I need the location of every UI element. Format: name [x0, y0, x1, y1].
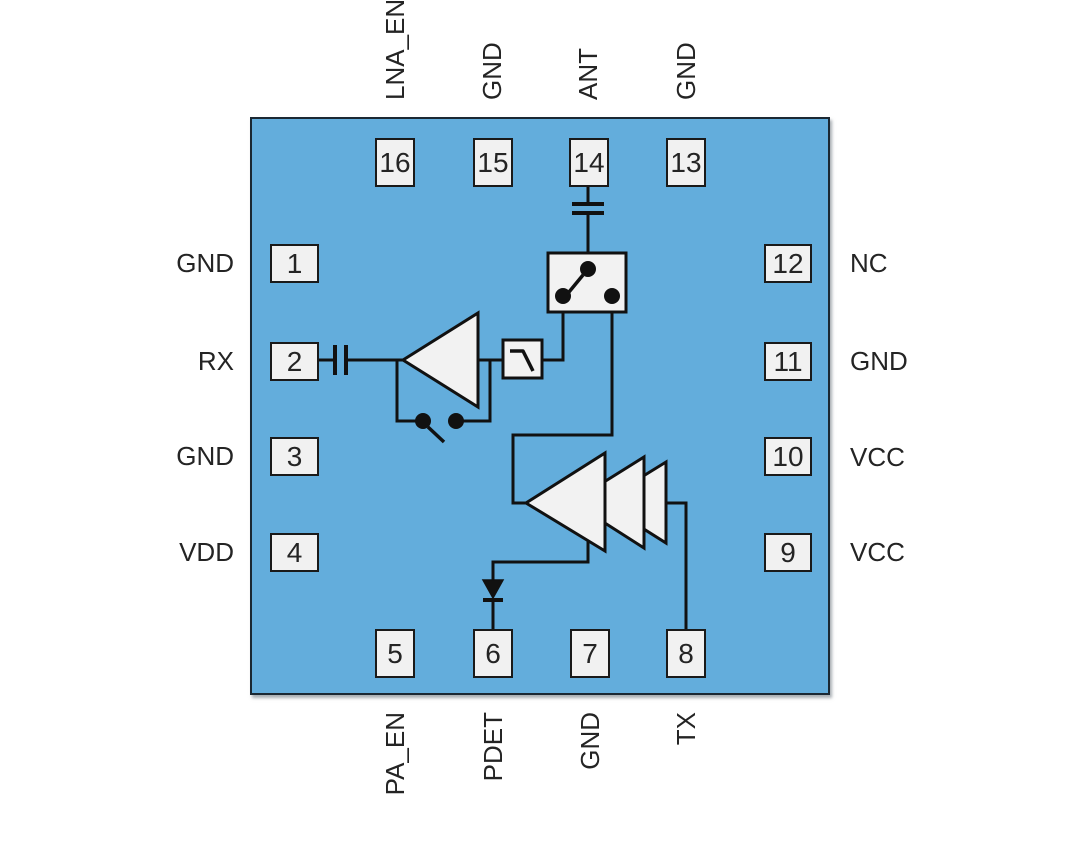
pin-14: 14	[569, 138, 609, 187]
pin-15: 15	[473, 138, 513, 187]
pin-9-label: VCC	[850, 537, 905, 567]
pin-11: 11	[764, 342, 812, 381]
pin-13: 13	[666, 138, 706, 187]
pin-7-label: GND	[575, 712, 605, 770]
pin-8: 8	[666, 629, 706, 678]
pin-13-label: GND	[671, 42, 701, 100]
pin-5-label: PA_EN	[380, 712, 410, 796]
pin-3-label: GND	[176, 441, 234, 471]
pin-5: 5	[375, 629, 415, 678]
pin-10: 10	[764, 437, 812, 476]
pin-12: 12	[764, 244, 812, 283]
pin-3: 3	[270, 437, 319, 476]
pin-2-label: RX	[197, 346, 234, 376]
pin-9: 9	[764, 533, 812, 572]
block-diagram-figure: 16 15 14 13 5 6 7 8 1 2 3 4 12 11 10 9 L…	[176, 0, 908, 795]
pin-6-label: PDET	[478, 712, 508, 782]
pin-15-label: GND	[477, 42, 507, 100]
pin-16: 16	[375, 138, 415, 187]
pin-11-label: GND	[850, 346, 908, 376]
chip-body	[250, 117, 830, 695]
pin-7: 7	[570, 629, 610, 678]
pin-14-label: ANT	[573, 48, 603, 100]
pin-16-label: LNA_EN	[380, 0, 410, 100]
pin-4: 4	[270, 533, 319, 572]
pin-12-label: NC	[850, 248, 888, 278]
pin-6: 6	[473, 629, 513, 678]
pin-1-label: GND	[176, 248, 234, 278]
pin-10-label: VCC	[850, 442, 905, 472]
pin-8-label: TX	[671, 712, 701, 746]
pin-4-label: VDD	[179, 537, 234, 567]
pin-1: 1	[270, 244, 319, 283]
pin-2: 2	[270, 342, 319, 381]
